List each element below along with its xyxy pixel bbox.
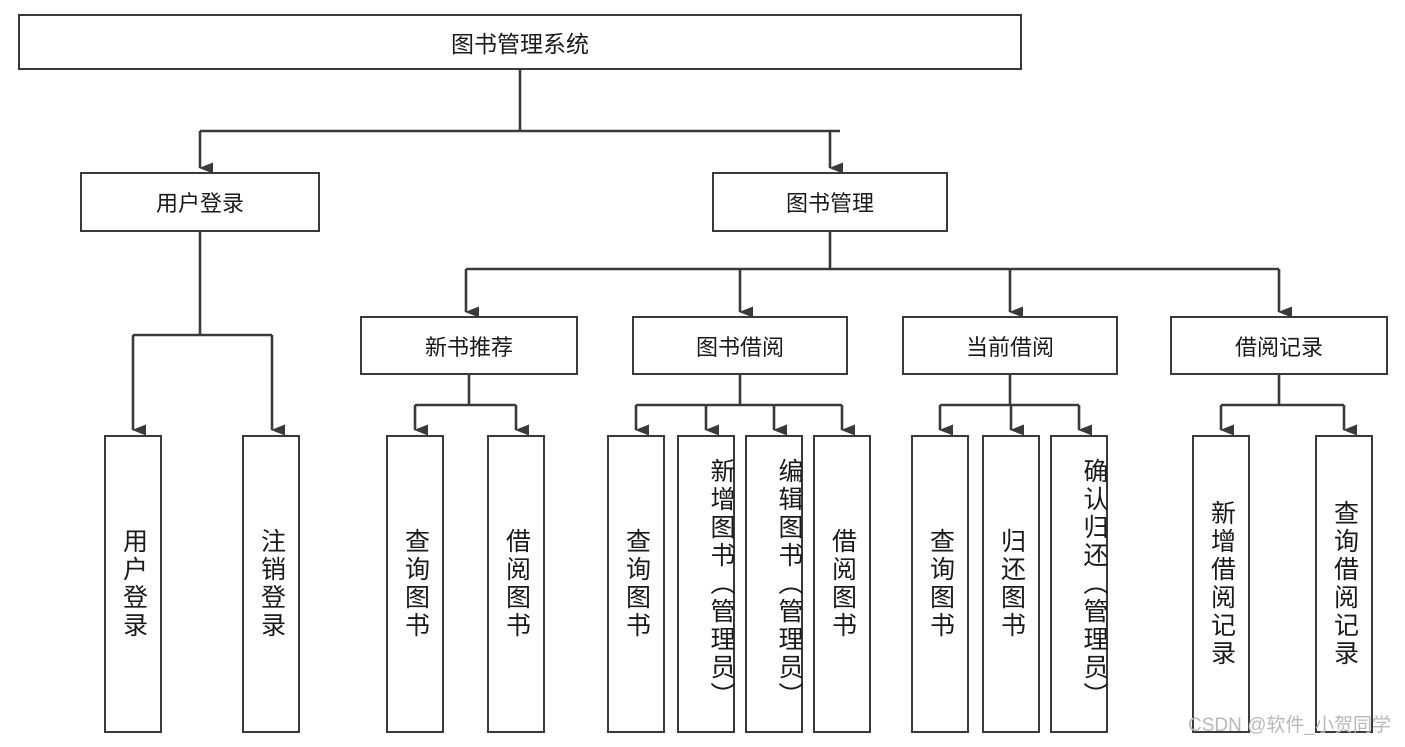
node-user-login[interactable]: 用户登录	[80, 172, 320, 232]
leaf-return-book[interactable]: 归还图书	[982, 435, 1040, 733]
leaf-query-record[interactable]: 查询借阅记录	[1315, 435, 1373, 733]
leaf-label: 查询图书	[926, 528, 955, 640]
node-label: 用户登录	[155, 191, 244, 216]
leaf-add-book[interactable]: 新增图书（管理员）	[677, 435, 735, 733]
node-label: 新书推荐	[424, 334, 513, 360]
leaf-logout[interactable]: 注销登录	[242, 435, 300, 733]
leaf-query-book-2[interactable]: 查询图书	[607, 435, 665, 733]
node-label: 当前借阅	[965, 334, 1054, 360]
node-label: 图书管理	[785, 191, 874, 216]
watermark-text: CSDN @软件_小贺同学	[1188, 715, 1391, 736]
leaf-label: 借阅图书	[502, 528, 531, 640]
node-book-manage[interactable]: 图书管理	[712, 172, 948, 232]
leaf-label: 注销登录	[257, 528, 286, 640]
leaf-label: 借阅图书	[828, 528, 857, 640]
leaf-label: 新增图书（管理员）	[707, 458, 735, 710]
leaf-label: 查询借阅记录	[1330, 500, 1359, 668]
node-label: 图书借阅	[695, 334, 784, 360]
leaf-borrow-book-1[interactable]: 借阅图书	[487, 435, 545, 733]
node-book-borrow[interactable]: 图书借阅	[632, 316, 848, 375]
leaf-add-record[interactable]: 新增借阅记录	[1192, 435, 1250, 733]
leaf-query-book-3[interactable]: 查询图书	[911, 435, 969, 733]
leaf-label: 用户登录	[119, 528, 148, 640]
leaf-confirm-return[interactable]: 确认归还（管理员）	[1050, 435, 1108, 733]
leaf-edit-book[interactable]: 编辑图书（管理员）	[745, 435, 803, 733]
leaf-label: 新增借阅记录	[1207, 500, 1236, 668]
node-current-borrow[interactable]: 当前借阅	[902, 316, 1118, 375]
node-label: 图书管理系统	[451, 31, 589, 57]
node-label: 借阅记录	[1234, 334, 1323, 360]
leaf-label: 编辑图书（管理员）	[775, 458, 803, 710]
leaf-label: 查询图书	[401, 528, 430, 640]
leaf-label: 查询图书	[622, 528, 651, 640]
node-borrow-record[interactable]: 借阅记录	[1170, 316, 1388, 375]
leaf-query-book-1[interactable]: 查询图书	[386, 435, 444, 733]
leaf-label: 归还图书	[997, 528, 1026, 640]
leaf-label: 确认归还（管理员）	[1080, 458, 1108, 710]
node-new-book-recommend[interactable]: 新书推荐	[360, 316, 578, 375]
leaf-user-login[interactable]: 用户登录	[104, 435, 162, 733]
leaf-borrow-book-2[interactable]: 借阅图书	[813, 435, 871, 733]
node-root-system[interactable]: 图书管理系统	[18, 14, 1022, 70]
